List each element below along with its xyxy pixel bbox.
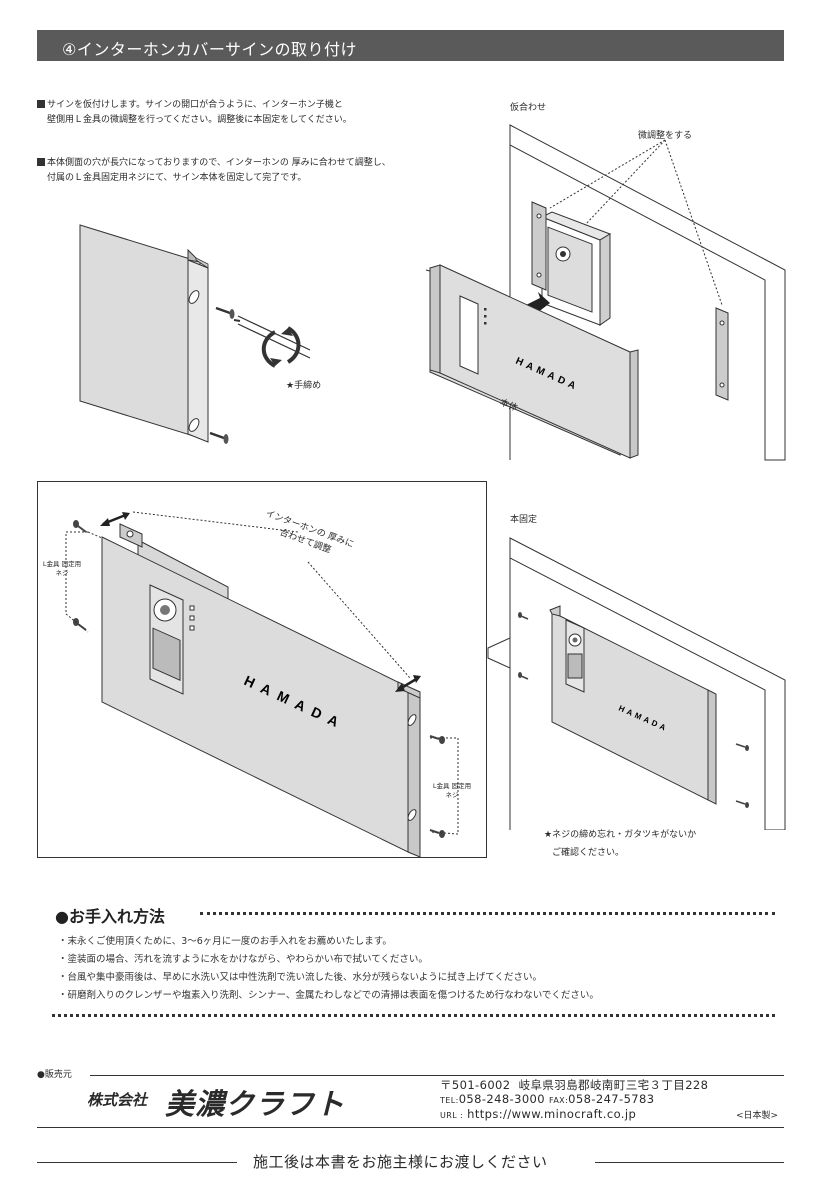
care-item: ・台風や集中豪雨後は、早めに水洗い又は中性洗剤で洗い流した後、水分が残らないよう… [58,972,543,983]
screw-icon [429,829,445,838]
bullet-square-icon [37,100,45,108]
final-check-note: ★ネジの締め忘れ・ガタツキがないか ご確認ください。 [544,826,696,862]
care-list: ・末永くご使用頂くために、3〜6ヶ月に一度のお手入れをお薦めいたします。 ・塗装… [58,933,599,1005]
section-header-bar [37,30,784,61]
rotation-arrow-icon [261,326,301,368]
fax-number: 058-247-5783 [568,1092,655,1106]
screw-icon [209,431,229,444]
screw-icon [735,743,749,751]
footer-rule-left [37,1162,237,1163]
address: 岐阜県羽島郡岐南町三宅３丁目228 [518,1078,709,1092]
screw-icon [73,520,87,533]
figure-adjust-thickness: HAMADA [65,511,459,857]
bracket-screw-label-left: L金具 固定用ネジ [42,560,82,577]
figure-side-screw-diagram [79,224,311,444]
fine-adjust-note: 微調整をする [638,131,693,141]
fax-label: FAX: [549,1096,569,1105]
instruction-2-line-2: 付属のＬ金具固定用ネジにて、サイン本体を固定して完了です。 [47,173,307,183]
url-line: URL : https://www.minocraft.co.jp [440,1107,636,1121]
figure-trial-fit: HAMADA [425,124,786,461]
seller-divider-bottom [37,1127,784,1128]
trial-fit-caption: 仮合わせ [510,103,547,113]
tel-number: 058-248-3000 [458,1092,545,1106]
dotted-divider [52,1014,775,1017]
instruction-1-line-1: サインを仮付けします。サインの開口が合うように、インターホン子機と [47,100,343,110]
website-link[interactable]: https://www.minocraft.co.jp [467,1107,637,1121]
tel-label: TEL: [440,1096,459,1105]
company-prefix: 株式会社 [87,1091,148,1109]
instruction-2: 本体側面の穴が長穴になっておりますので、インターホンの 厚みに合わせて調整し、 … [37,156,391,186]
phone-line: TEL:058-248-3000 FAX:058-247-5783 [440,1092,654,1106]
screw-icon [215,306,235,319]
seller-label: ●販売元 [37,1067,76,1080]
screw-icon [429,735,445,744]
care-title: ●お手入れ方法 [55,907,165,926]
footer-rule-right [595,1162,784,1163]
address-line: 〒501-6002 岐阜県羽島郡岐南町三宅３丁目228 [440,1077,708,1093]
screw-icon [518,672,529,680]
instruction-1: サインを仮付けします。サインの開口が合うように、インターホン子機と 壁側用Ｌ金具… [37,98,352,128]
double-arrow-icon [100,512,130,526]
final-note-line-1: ★ネジの締め忘れ・ガタツキがないか [544,830,697,840]
screw-icon [735,800,749,808]
care-item: ・塗装面の場合、汚れを流すように水をかけながら、やわらかい布で拭いてください。 [58,954,428,965]
instruction-2-line-1: 本体側面の穴が長穴になっておりますので、インターホンの 厚みに合わせて調整し、 [47,158,391,168]
origin-label: <日本製> [736,1111,779,1121]
care-item: ・研磨剤入りのクレンザーや塩素入り洗剤、シンナー、金属たわしなどでの清掃は表面を… [58,990,599,1001]
double-arrow-icon [395,675,421,692]
dotted-divider [200,912,775,915]
url-label: URL : [440,1111,464,1120]
bullet-square-icon [37,158,45,166]
figure-final-fix: HAMADA [487,537,786,830]
postal-code: 〒501-6002 [440,1078,511,1092]
company-logo-name: 美濃クラフト [165,1087,346,1121]
seller-divider-top [90,1075,784,1076]
care-item: ・末永くご使用頂くために、3〜6ヶ月に一度のお手入れをお薦めいたします。 [58,936,392,947]
instruction-1-line-2: 壁側用Ｌ金具の微調整を行ってください。調整後に本固定をしてください。 [47,115,352,125]
hand-tighten-label: ★手締め [286,381,322,391]
screw-icon [73,618,87,631]
screw-icon [518,612,529,620]
bracket-screw-label-right: L金具 固定用ネジ [432,782,472,799]
final-fix-caption: 本固定 [510,515,538,525]
footer-notice: 施工後は本書をお施主様にお渡しください [253,1153,548,1171]
adjustment-detail-frame [37,481,487,858]
final-note-line-2: ご確認ください。 [552,848,625,858]
section-title: ④インターホンカバーサインの取り付け [62,40,358,59]
